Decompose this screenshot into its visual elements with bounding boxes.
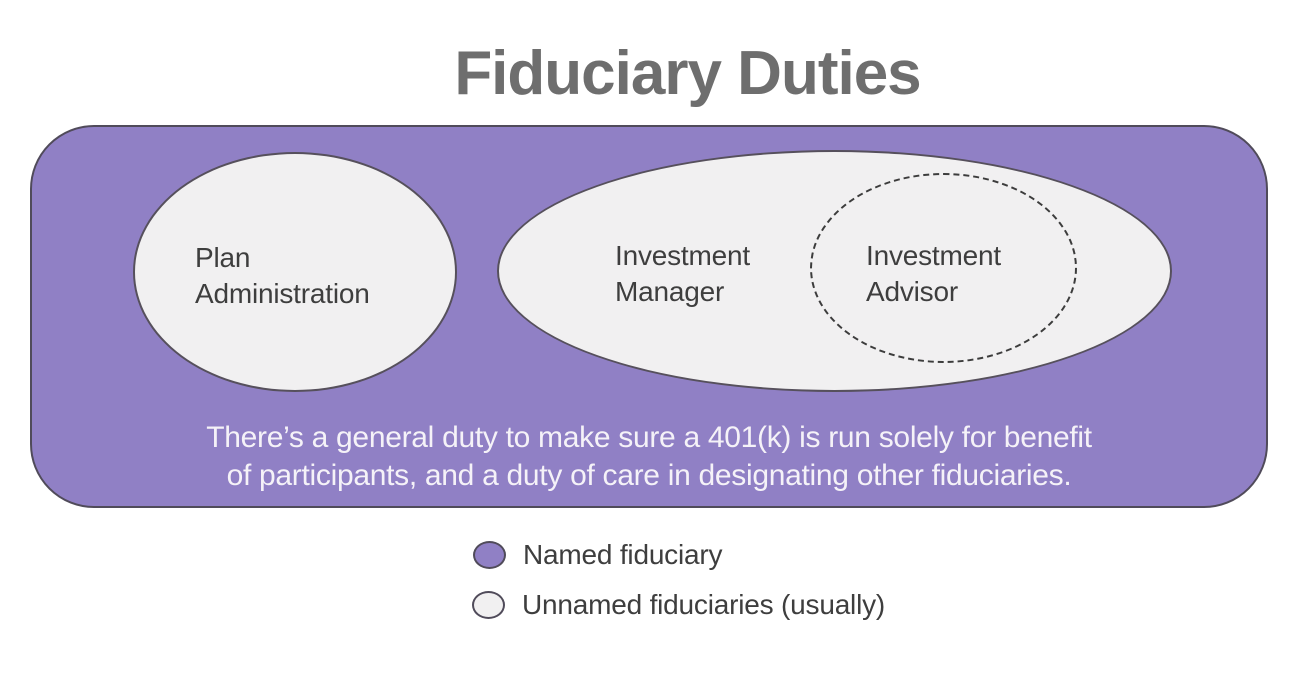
named-fiduciary-region: Plan Administration Investment Manager I… xyxy=(30,125,1268,508)
legend-label-named: Named fiduciary xyxy=(523,539,723,570)
investment-advisor-label: Investment Advisor xyxy=(866,240,1001,307)
plan-administration-label: Plan Administration xyxy=(195,242,370,309)
plan-administration-ellipse: Plan Administration xyxy=(133,152,457,392)
general-duty-note: There’s a general duty to make sure a 40… xyxy=(32,419,1266,495)
named-fiduciary-swatch-icon xyxy=(473,541,506,569)
investment-manager-ellipse: Investment Manager Investment Advisor xyxy=(497,150,1172,392)
investment-advisor-circle: Investment Advisor xyxy=(810,173,1077,363)
unnamed-fiduciary-swatch-icon xyxy=(472,591,505,619)
page-title: Fiduciary Duties xyxy=(454,39,921,108)
investment-manager-label: Investment Manager xyxy=(615,240,750,307)
general-duty-note-line2: of participants, and a duty of care in d… xyxy=(226,459,1072,492)
legend-item-named-fiduciary: Named fiduciary xyxy=(473,539,723,570)
legend-item-unnamed-fiduciaries: Unnamed fiduciaries (usually) xyxy=(472,590,885,620)
legend-label-unnamed: Unnamed fiduciaries (usually) xyxy=(522,589,886,620)
general-duty-note-line1: There’s a general duty to make sure a 40… xyxy=(206,421,1092,454)
